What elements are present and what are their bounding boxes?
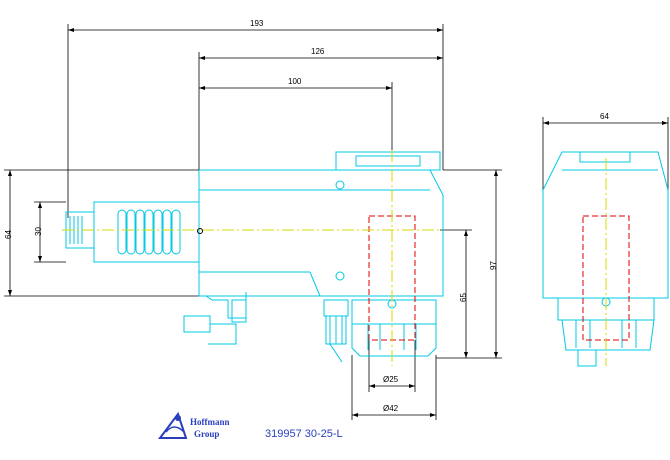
front-view	[542, 151, 669, 367]
coolant-fitting	[323, 299, 349, 317]
dim-126-label: 126	[311, 47, 325, 56]
housing	[198, 169, 444, 297]
dim-64-right-label: 64	[600, 112, 609, 121]
top-block	[335, 151, 441, 171]
shank-ribs	[117, 209, 181, 255]
dim-97-label: 97	[489, 261, 498, 270]
dim-64-left-label: 64	[4, 230, 13, 239]
dimension-64-right: 64	[542, 112, 669, 196]
dim-d42-label: Ø42	[383, 404, 399, 413]
dimension-126: 126	[198, 47, 443, 170]
dim-193-label: 193	[250, 19, 264, 28]
dim-65-label: 65	[459, 293, 468, 302]
logo-line1: Hoffmann	[190, 417, 230, 427]
side-view	[62, 150, 444, 366]
dimension-65: 65	[440, 229, 472, 358]
dimension-30: 30	[34, 201, 66, 263]
part-number: 319957 30-25-L	[265, 428, 343, 440]
logo-line2: Group	[194, 429, 219, 439]
dim-d25-label: Ø25	[383, 375, 399, 384]
screw-top	[335, 180, 345, 190]
dimension-193: 193	[67, 19, 444, 218]
brand-logo: Hoffmann Group	[158, 411, 230, 439]
dimension-d25: Ø25	[368, 340, 416, 392]
dim-100-label: 100	[288, 77, 302, 86]
front-housing	[542, 151, 669, 299]
dimension-97: 97	[436, 169, 502, 359]
dimension-100: 100	[199, 77, 393, 150]
collet-nut	[351, 299, 437, 325]
dimension-d42: Ø42	[351, 355, 437, 420]
dim-30-label: 30	[34, 227, 43, 236]
dimension-64-left: 64	[4, 169, 199, 297]
screw-bottom	[335, 271, 345, 281]
